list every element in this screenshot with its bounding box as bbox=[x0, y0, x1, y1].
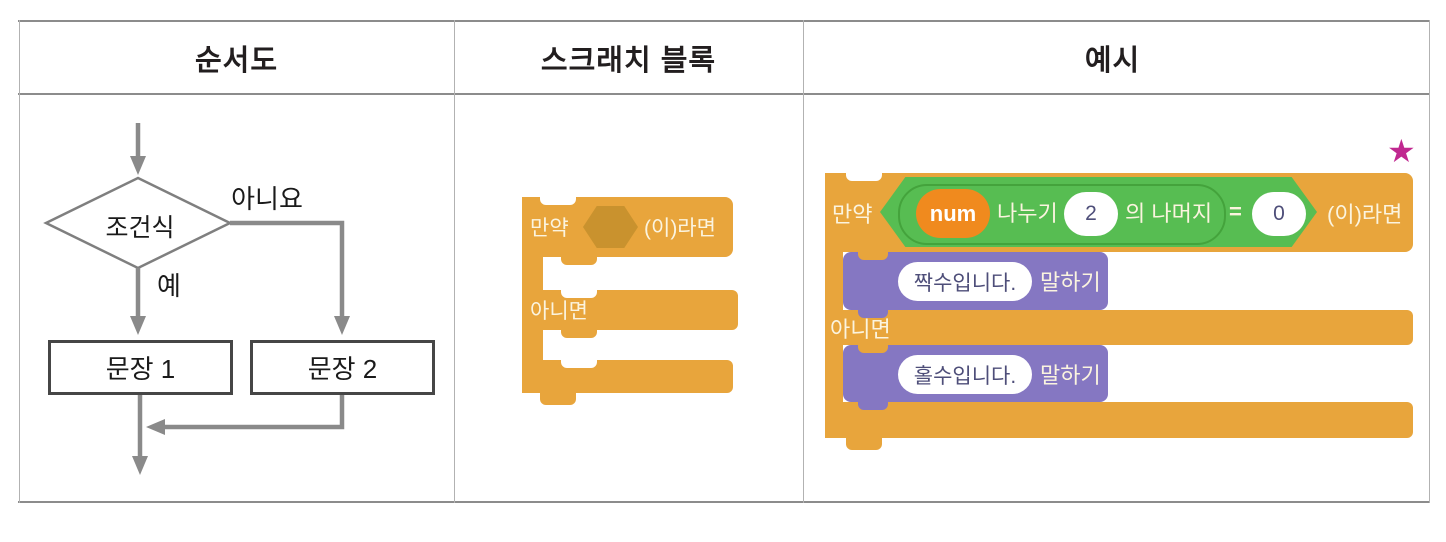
arrow-down-icon bbox=[130, 316, 146, 335]
then-label: (이)라면 bbox=[644, 217, 716, 240]
divide-label: 나누기 bbox=[997, 201, 1058, 226]
table-header-divider bbox=[18, 93, 1430, 95]
empty-condition-slot bbox=[583, 206, 638, 248]
yes-branch-label: 예 bbox=[157, 271, 181, 301]
else-bar bbox=[522, 290, 738, 330]
example-cell: ★ 만약 num 나누기 2 의 나머지 = 0 (이)라면 짝수입니다. 말하… bbox=[803, 95, 1422, 503]
example-else-bar bbox=[825, 310, 1413, 345]
statement2-label: 문장 2 bbox=[307, 354, 378, 384]
divisor-value: 2 bbox=[1085, 202, 1097, 225]
statement1-box: 문장 1 bbox=[48, 340, 233, 395]
say-odd-verb: 말하기 bbox=[1040, 362, 1101, 388]
flowchart-diagram bbox=[43, 123, 350, 475]
arrow-down-icon bbox=[132, 456, 148, 475]
else-interlock-tab bbox=[858, 310, 888, 318]
else-label: 아니면 bbox=[530, 300, 588, 323]
statement1-label: 문장 1 bbox=[105, 354, 176, 384]
header-scratch-block: 스크래치 블록 bbox=[540, 44, 717, 77]
block-top-notch bbox=[540, 197, 576, 205]
example-bottom-bar bbox=[825, 402, 1413, 438]
column-divider-1 bbox=[454, 20, 455, 503]
header-flowchart: 순서도 bbox=[194, 44, 279, 77]
example-top-notch bbox=[846, 173, 882, 181]
bottom-interlock-tab bbox=[858, 402, 888, 410]
bottom-bar-notch bbox=[561, 360, 597, 368]
remainder-label: 의 나머지 bbox=[1125, 201, 1213, 226]
mouth2-tab bbox=[561, 330, 597, 338]
compare-value: 0 bbox=[1273, 202, 1285, 225]
example-else-label: 아니면 bbox=[830, 316, 891, 342]
bottom-bar bbox=[522, 360, 733, 393]
table-right-border bbox=[1429, 20, 1430, 503]
flow-no-line bbox=[230, 220, 345, 319]
compare-value-oval: 0 bbox=[1252, 192, 1306, 236]
mouth1-tab bbox=[561, 257, 597, 265]
else-bar-notch bbox=[561, 290, 597, 298]
example-then-label: (이)라면 bbox=[1327, 201, 1403, 227]
variable-oval: num bbox=[916, 189, 990, 238]
say-even-top-tab bbox=[858, 252, 888, 260]
condition-label: 조건식 bbox=[105, 214, 175, 242]
block-bottom-tab bbox=[540, 393, 576, 405]
column-divider-2 bbox=[803, 20, 804, 503]
arrow-down-icon bbox=[130, 156, 146, 175]
arrow-left-icon bbox=[146, 419, 165, 435]
say-even-message: 짝수입니다. bbox=[913, 271, 1017, 295]
say-odd-top-tab bbox=[858, 345, 888, 353]
mod-operator-block bbox=[898, 184, 1226, 245]
table-top-border bbox=[18, 20, 1430, 22]
example-bottom-tab bbox=[846, 438, 882, 450]
example-if-label: 만약 bbox=[832, 201, 873, 227]
no-branch-label: 아니요 bbox=[231, 184, 303, 214]
say-even-verb: 말하기 bbox=[1040, 270, 1101, 295]
header-example: 예시 bbox=[1084, 44, 1141, 77]
star-icon: ★ bbox=[1387, 133, 1416, 169]
if-label: 만약 bbox=[530, 217, 569, 240]
equals-sign: = bbox=[1229, 199, 1242, 224]
variable-name: num bbox=[929, 200, 977, 226]
flow-join-line bbox=[163, 395, 345, 430]
say-even-message-oval: 짝수입니다. bbox=[898, 262, 1032, 301]
scratch-block-cell: 만약 (이)라면 아니면 bbox=[454, 95, 803, 503]
divisor-oval: 2 bbox=[1064, 192, 1118, 236]
say-odd-message-oval: 홀수입니다. bbox=[898, 355, 1032, 394]
arrow-down-icon bbox=[334, 316, 350, 335]
say-odd-message: 홀수입니다. bbox=[913, 364, 1017, 388]
statement2-box: 문장 2 bbox=[250, 340, 435, 395]
flowchart-cell: 조건식 아니요 예 문장 1 문장 2 bbox=[19, 95, 454, 503]
table-left-border bbox=[19, 20, 20, 503]
table-bottom-border bbox=[18, 501, 1430, 503]
